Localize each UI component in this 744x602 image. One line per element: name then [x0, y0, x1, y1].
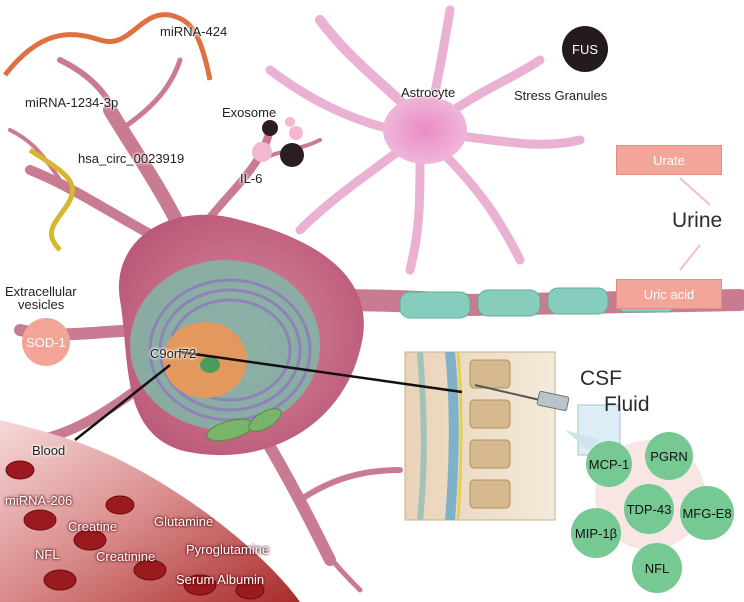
csf-label: CSF [580, 367, 622, 390]
exosome-particles [252, 117, 304, 167]
csf-marker-mip1b-label: MIP-1β [574, 525, 618, 541]
csf-marker-mcp1: MCP-1 [586, 441, 632, 487]
circ-rna-label: hsa_circ_0023919 [78, 151, 185, 166]
astrocyte-label: Astrocyte [401, 85, 456, 100]
c9orf72-leader-line [179, 350, 463, 394]
il6-label: IL-6 [240, 171, 263, 186]
spine-section [404, 351, 556, 521]
blood-marker-nfl: NFL [35, 547, 60, 562]
extracellular-vesicles-label-line2: vesicles [18, 297, 65, 312]
csf-marker-nfl-label: NFL [644, 560, 670, 576]
blood-marker-serum-albumin: Serum Albumin [176, 572, 265, 587]
blood-marker-glutamine: Glutamine [154, 514, 214, 529]
urine-connector-2 [679, 244, 701, 271]
mirna-424-label: miRNA-424 [160, 24, 228, 39]
mirna-424-strand [3, 12, 213, 81]
extracellular-vesicles-label-line1: Extracellular [5, 284, 77, 299]
uric-acid-box: Uric acid [616, 279, 722, 309]
blood-marker-mirna206: miRNA-206 [5, 493, 73, 508]
csf-marker-mfge8: MFG-E8 [680, 486, 734, 540]
stress-granules-label: Stress Granules [514, 88, 608, 103]
csf-marker-tdp43-label: TDP-43 [626, 501, 672, 517]
nucleolus [200, 357, 220, 373]
c9orf72-label: C9orf72 [150, 346, 197, 361]
csf-marker-pgrn: PGRN [645, 432, 693, 480]
sod1-badge: SOD-1 [22, 318, 70, 366]
fluid-label: Fluid [604, 393, 650, 416]
blood-marker-creatine: Creatine [68, 519, 118, 534]
csf-marker-pgrn-label: PGRN [650, 448, 688, 464]
urate-box: Urate [616, 145, 722, 175]
fus-badge: FUS [562, 26, 608, 72]
csf-marker-mcp1-label: MCP-1 [588, 456, 630, 472]
blood-label: Blood [32, 443, 66, 458]
circ-rna-strand [28, 147, 75, 252]
blood-marker-creatinine: Creatinine [96, 549, 156, 564]
sod1-label: SOD-1 [26, 334, 66, 350]
mitochondria [206, 408, 282, 442]
blood-marker-pyroglutamine: Pyroglutamine [186, 542, 270, 557]
astrocyte [265, 5, 585, 275]
exosome-label: Exosome [222, 105, 277, 120]
csf-marker-nfl: NFL [632, 543, 682, 593]
urate-label: Urate [653, 152, 685, 168]
blood-leader-line [74, 364, 171, 441]
blood-vessel [0, 420, 300, 602]
fus-label: FUS [572, 41, 598, 57]
urine-connector [679, 177, 711, 206]
csf-marker-mfge8-label: MFG-E8 [682, 505, 732, 521]
urine-label: Urine [672, 209, 723, 232]
uric-acid-label: Uric acid [643, 286, 695, 302]
csf-marker-tdp43: TDP-43 [624, 484, 674, 534]
mirna-1234-label: miRNA-1234-3p [25, 95, 119, 110]
csf-marker-mip1b: MIP-1β [571, 508, 621, 558]
syringe [474, 384, 570, 412]
